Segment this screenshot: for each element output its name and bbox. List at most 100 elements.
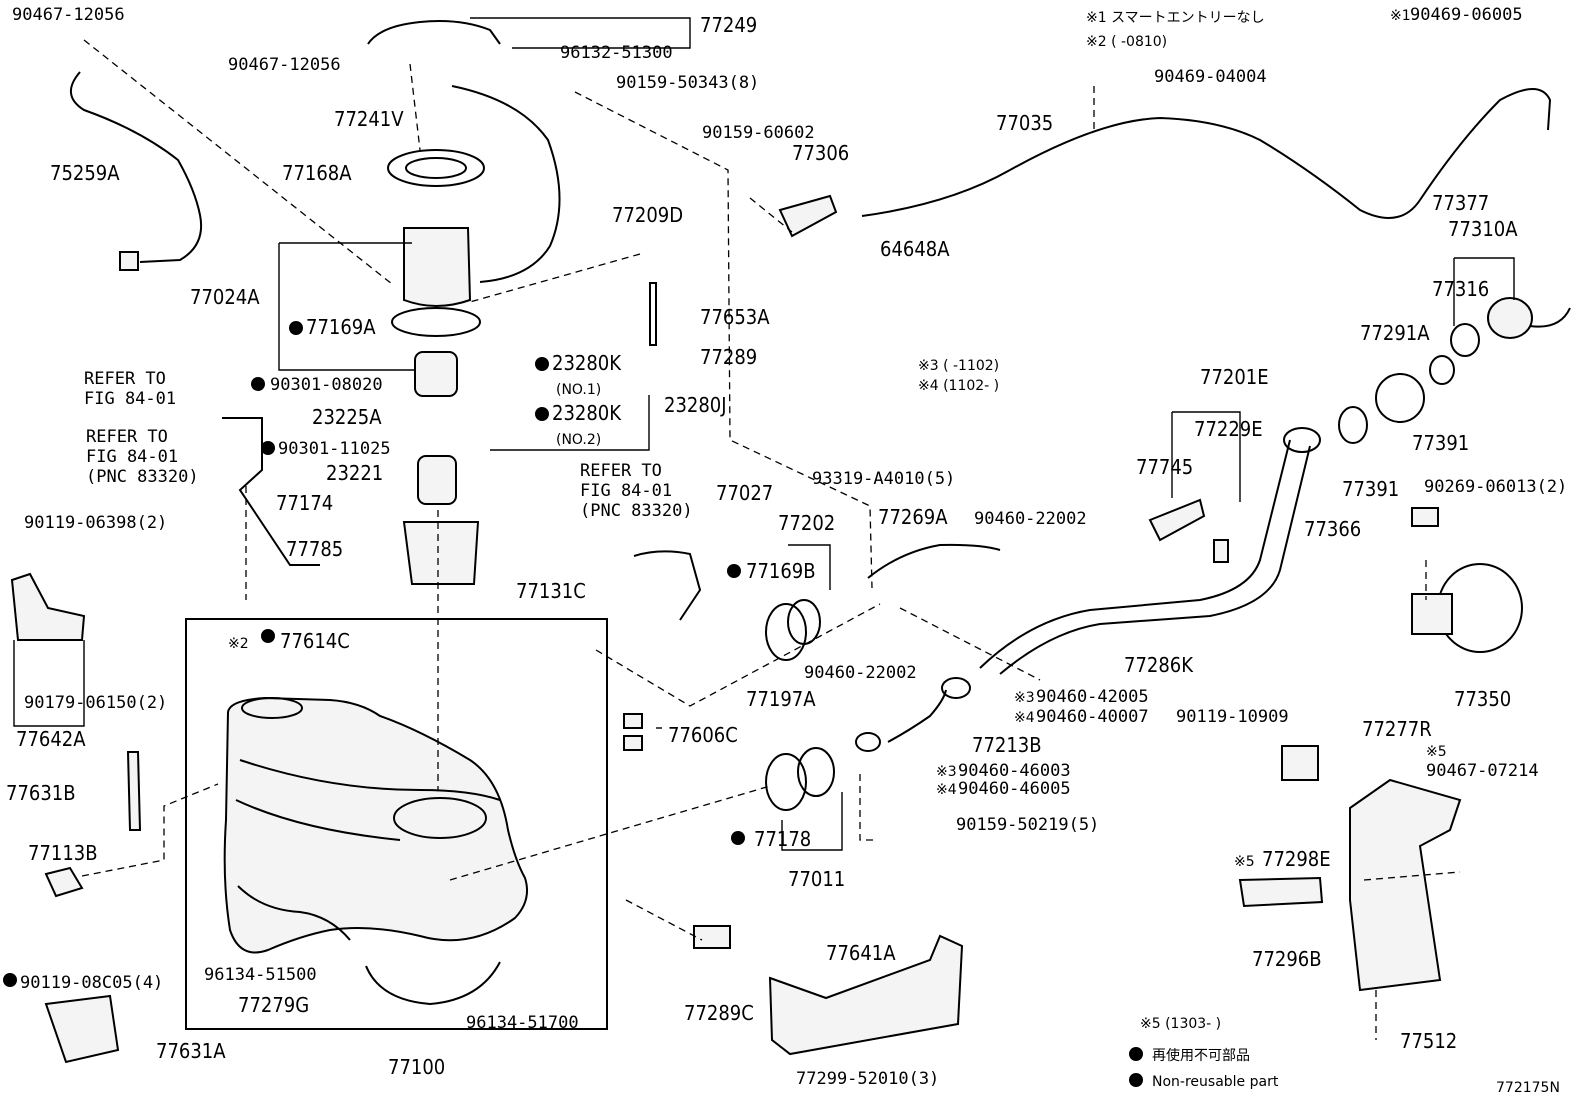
label-77391-b: 77391 [1342, 477, 1399, 501]
label-77201e: 77201E [1200, 365, 1269, 389]
label-90460-46005: 90460-46005 [958, 779, 1071, 799]
label-90119-10909: 90119-10909 [1176, 707, 1289, 727]
protector-77631b-drawing [126, 751, 142, 831]
label-77785: 77785 [286, 537, 343, 561]
label-96134-51500: 96134-51500 [204, 965, 317, 985]
gasket-77391-a-drawing [1429, 355, 1455, 385]
label-23280k-2: 23280K [552, 401, 622, 425]
plate-77202-drawing [787, 599, 821, 645]
label-90460-22002-a: 90460-22002 [804, 663, 917, 683]
vent-hose-connector [119, 251, 139, 271]
filler-pipe-77201e-drawing-2 [999, 445, 1311, 675]
label-refer-to-3: REFER TO [580, 461, 662, 481]
ref-line [449, 785, 771, 881]
label-77316: 77316 [1432, 277, 1489, 301]
non-reusable-dot [731, 831, 745, 845]
label-77169a: 77169A [306, 315, 376, 339]
pump-retainer-ring [387, 149, 485, 187]
label-77631a: 77631A [156, 1039, 226, 1063]
pump-gasket-drawing [391, 307, 481, 337]
label-90467-07214: 90467-07214 [1426, 761, 1539, 781]
label-23280k-1: 23280K [552, 351, 622, 375]
label-90159-50343: 90159-50343(8) [616, 73, 759, 93]
non-reusable-dot [3, 973, 17, 987]
label-77197a: 77197A [746, 687, 816, 711]
non-reusable-dot [289, 321, 303, 335]
label-77113b: 77113B [28, 841, 98, 865]
lever-77306-drawing [778, 194, 838, 238]
label-77614c: 77614C [280, 629, 350, 653]
label-77310a: 77310A [1448, 217, 1518, 241]
bracket-77310a [1454, 257, 1515, 300]
hose-77213b-drawing [887, 689, 947, 743]
label-77642a: 77642A [16, 727, 86, 751]
hose-77249-drawing [367, 20, 501, 45]
bracket-77113b-drawing [44, 866, 84, 898]
clamp-90460-46003-drawing [855, 732, 881, 752]
label-96134-51700: 96134-51700 [466, 1013, 579, 1033]
mark-x1: ※1 [1390, 8, 1411, 24]
label-90119-06398: 90119-06398(2) [24, 513, 167, 533]
label-77279g: 77279G [238, 993, 309, 1017]
label-77306: 77306 [792, 141, 849, 165]
label-77286k: 77286K [1124, 653, 1194, 677]
filler-pipe-77201e-drawing [979, 439, 1291, 669]
label-77229e: 77229E [1194, 417, 1263, 441]
label-77131c: 77131C [516, 579, 586, 603]
protector-77631a-drawing [44, 994, 120, 1064]
label-90469-04004: 90469-04004 [1154, 67, 1267, 87]
part-77298e-drawing [1281, 745, 1319, 781]
mark-x5-a: ※5 [1426, 744, 1447, 760]
label-64648a: 64648A [880, 237, 950, 261]
label-no2: (NO.2) [556, 432, 601, 448]
clamp-90460-42005-drawing [941, 677, 971, 699]
label-90269-06013: 90269-06013(2) [1424, 477, 1567, 497]
leader-77249 [470, 17, 691, 49]
label-refer-to-1: REFER TO [84, 369, 166, 389]
filler-neck-drawing [1283, 427, 1321, 453]
label-90460-22002-b: 90460-22002 [974, 509, 1087, 529]
tube-96134-51500-drawing [237, 885, 351, 941]
mark-x2: ※2 [228, 636, 249, 652]
label-77011: 77011 [788, 867, 845, 891]
ref-line [859, 774, 876, 841]
gasket-77178-drawing [765, 753, 807, 811]
non-reusable-dot [727, 564, 741, 578]
label-90460-40007: 90460-40007 [1036, 707, 1149, 727]
label-75259a: 75259A [50, 161, 120, 185]
non-reusable-dot [535, 357, 549, 371]
ref-line [574, 91, 873, 589]
non-reusable-dot [261, 441, 275, 455]
protector-77641a-drawing [768, 934, 964, 1056]
label-no1: (NO.1) [556, 382, 601, 398]
ref-line [625, 899, 703, 941]
pump-bracket-77131c-drawing [402, 521, 480, 585]
tank-pump-opening [241, 697, 303, 719]
label-90119-08c05: 90119-08C05(4) [20, 973, 163, 993]
fuel-filter-23221-drawing [417, 455, 457, 505]
label-77035: 77035 [996, 111, 1053, 135]
label-refer-to-2: REFER TO [86, 427, 168, 447]
label-23280j: 23280J [664, 393, 727, 417]
label-77202: 77202 [778, 511, 835, 535]
label-77027: 77027 [716, 481, 773, 505]
bracket-77011 [781, 792, 843, 851]
ref-line [409, 63, 421, 151]
pump-retainer-inner [405, 157, 467, 179]
label-77209d: 77209D [612, 203, 683, 227]
ref-line [749, 197, 793, 233]
label-77269a: 77269A [878, 505, 948, 529]
legend-dot-en [1129, 1073, 1143, 1087]
bracket-77202 [788, 544, 831, 590]
rod-77653a-drawing [649, 282, 657, 346]
label-23221: 23221 [326, 461, 383, 485]
cap-ring-77316-drawing [1450, 323, 1480, 357]
bracket-77642a-drawing [10, 572, 86, 641]
clip-77289c-drawing [693, 925, 731, 949]
fuel-cap-tether [1529, 307, 1571, 328]
hose-77209d-drawing [451, 85, 561, 283]
label-77277r: 77277R [1362, 717, 1432, 741]
label-pnc-83320-2: (PNC 83320) [580, 501, 693, 521]
label-77350: 77350 [1454, 687, 1511, 711]
